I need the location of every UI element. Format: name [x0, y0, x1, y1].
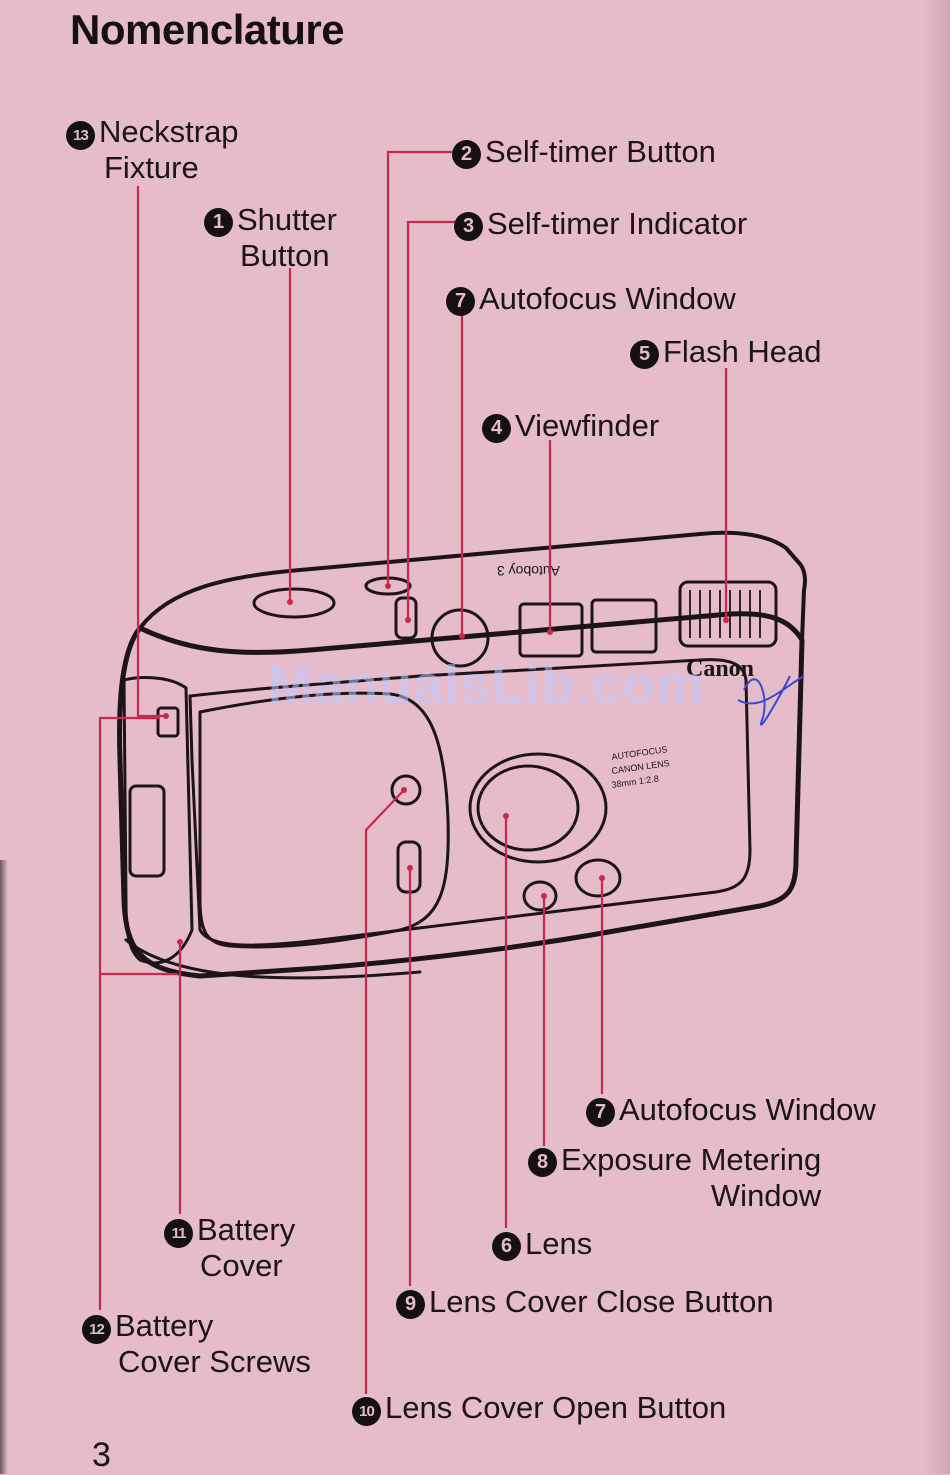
callout-label: Lens Cover Open Button: [385, 1390, 727, 1425]
leader-screws: [98, 716, 160, 1310]
callout-label: Lens: [525, 1226, 593, 1261]
leader-self-timer-button: [386, 150, 452, 586]
callout-number: 2: [452, 140, 481, 169]
page-edge-shadow: [922, 0, 950, 1474]
camera-grip: [198, 691, 450, 949]
leader-self-timer-indicator: [406, 220, 456, 620]
callout-number: 7: [446, 287, 475, 316]
model-label: Autoboy 3: [497, 563, 560, 579]
callout-label: Battery: [197, 1212, 296, 1247]
page-number: 3: [92, 1436, 111, 1474]
brand-label: Canon: [686, 656, 754, 682]
lens-label-3: 38mm 1:2.8: [611, 773, 659, 790]
callout-number: 10: [352, 1397, 381, 1426]
callout-label-line2: Button: [240, 238, 330, 273]
page-title: Nomenclature: [70, 6, 345, 53]
callout-number: 4: [482, 414, 511, 443]
camera-side-window: [128, 784, 166, 878]
callout-label: Self-timer Indicator: [487, 206, 748, 241]
camera-front-face: [188, 658, 752, 947]
exposure-window-shape: [522, 880, 558, 912]
camera-body: [117, 611, 805, 979]
callout-number: 11: [164, 1219, 193, 1248]
callout-number: 13: [66, 121, 95, 150]
callout-label-line2: Cover: [200, 1248, 283, 1283]
callout-label: Exposure Metering: [561, 1142, 822, 1177]
shutter-button-shape: [252, 587, 336, 619]
callout-label: Battery: [115, 1308, 214, 1343]
callout-label: Shutter: [237, 202, 337, 237]
callout-number: 5: [630, 340, 659, 369]
callout-label: Flash Head: [663, 334, 822, 369]
callout-number: 8: [528, 1148, 557, 1177]
callout-number: 7: [586, 1098, 615, 1127]
callout-label: Lens Cover Close Button: [429, 1284, 774, 1319]
leader-neckstrap: [136, 186, 166, 718]
callout-label: Neckstrap: [99, 114, 239, 149]
callout-label: Autofocus Window: [619, 1092, 876, 1127]
lens-outer-shape: [468, 752, 608, 864]
lens-inner-shape: [476, 764, 580, 852]
callout-number: 6: [492, 1232, 521, 1261]
leader-open-button: [364, 789, 405, 1394]
callout-label: Viewfinder: [515, 408, 660, 443]
callout-label: Autofocus Window: [479, 281, 736, 316]
callout-number: 9: [396, 1290, 425, 1319]
callout-label-line2: Window: [710, 1178, 822, 1213]
callout-label-line2: Cover Screws: [118, 1344, 311, 1379]
callout-label-line2: Fixture: [104, 150, 199, 185]
watermark: ManualsLib.com: [268, 655, 706, 715]
callout-label: Self-timer Button: [485, 134, 716, 169]
self-timer-indicator-shape: [394, 596, 418, 640]
handwritten-mark: [737, 675, 805, 726]
flash-head-shape: [678, 580, 778, 648]
page-binding-shadow: [0, 860, 8, 1474]
autofocus-window-bottom-shape: [574, 858, 622, 898]
callout-number: 12: [82, 1315, 111, 1344]
camera-side-panel: [122, 676, 194, 965]
lens-cover-open-button-shape: [390, 774, 422, 806]
autofocus-window-top-shape: [430, 608, 490, 668]
neckstrap-fixture-shape: [156, 706, 180, 738]
callout-number: 3: [454, 212, 483, 241]
callout-number: 1: [204, 208, 233, 237]
